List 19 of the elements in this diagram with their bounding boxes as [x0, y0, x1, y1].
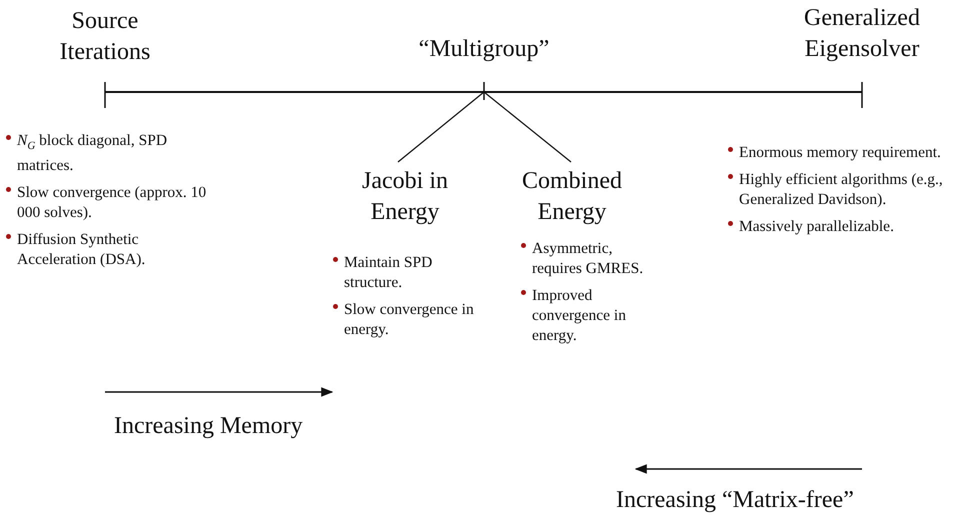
bullet-text: Enormous memory requirement. [727, 143, 955, 163]
bullet-text: Slow convergence (approx. 10 000 solves). [5, 183, 210, 224]
heading-text: Combined Energy [521, 167, 623, 227]
bullet-text: Massively parallelizable. [727, 217, 955, 237]
bullet-text: Maintain SPD structure. [332, 253, 492, 293]
bullet-text: Diffusion Synthetic Acceleration (DSA). [5, 230, 210, 270]
bullet-text: N$_{G}$ block diagonal, SPD matrices. [5, 131, 210, 176]
heading-text: Jacobi in Energy [361, 167, 449, 227]
bullet-text: Improved convergence in energy. [520, 286, 660, 346]
bullet-text: Slow convergence in energy. [332, 300, 492, 340]
axis-caption: Increasing “Matrix-free” [616, 486, 854, 515]
connector-line [484, 92, 572, 162]
bullet-text: Highly efficient algorithms (e.g., Generalized Davidson). [727, 170, 955, 210]
bullet-text: Asymmetric, requires GMRES. [520, 239, 660, 279]
heading-text: Source Iterations [58, 7, 152, 67]
axis-caption: Increasing Memory [114, 412, 303, 441]
connector-line [398, 92, 484, 162]
heading-text: “Multigroup” [418, 35, 550, 64]
heading-text: Generalized Eigensolver [803, 4, 921, 64]
